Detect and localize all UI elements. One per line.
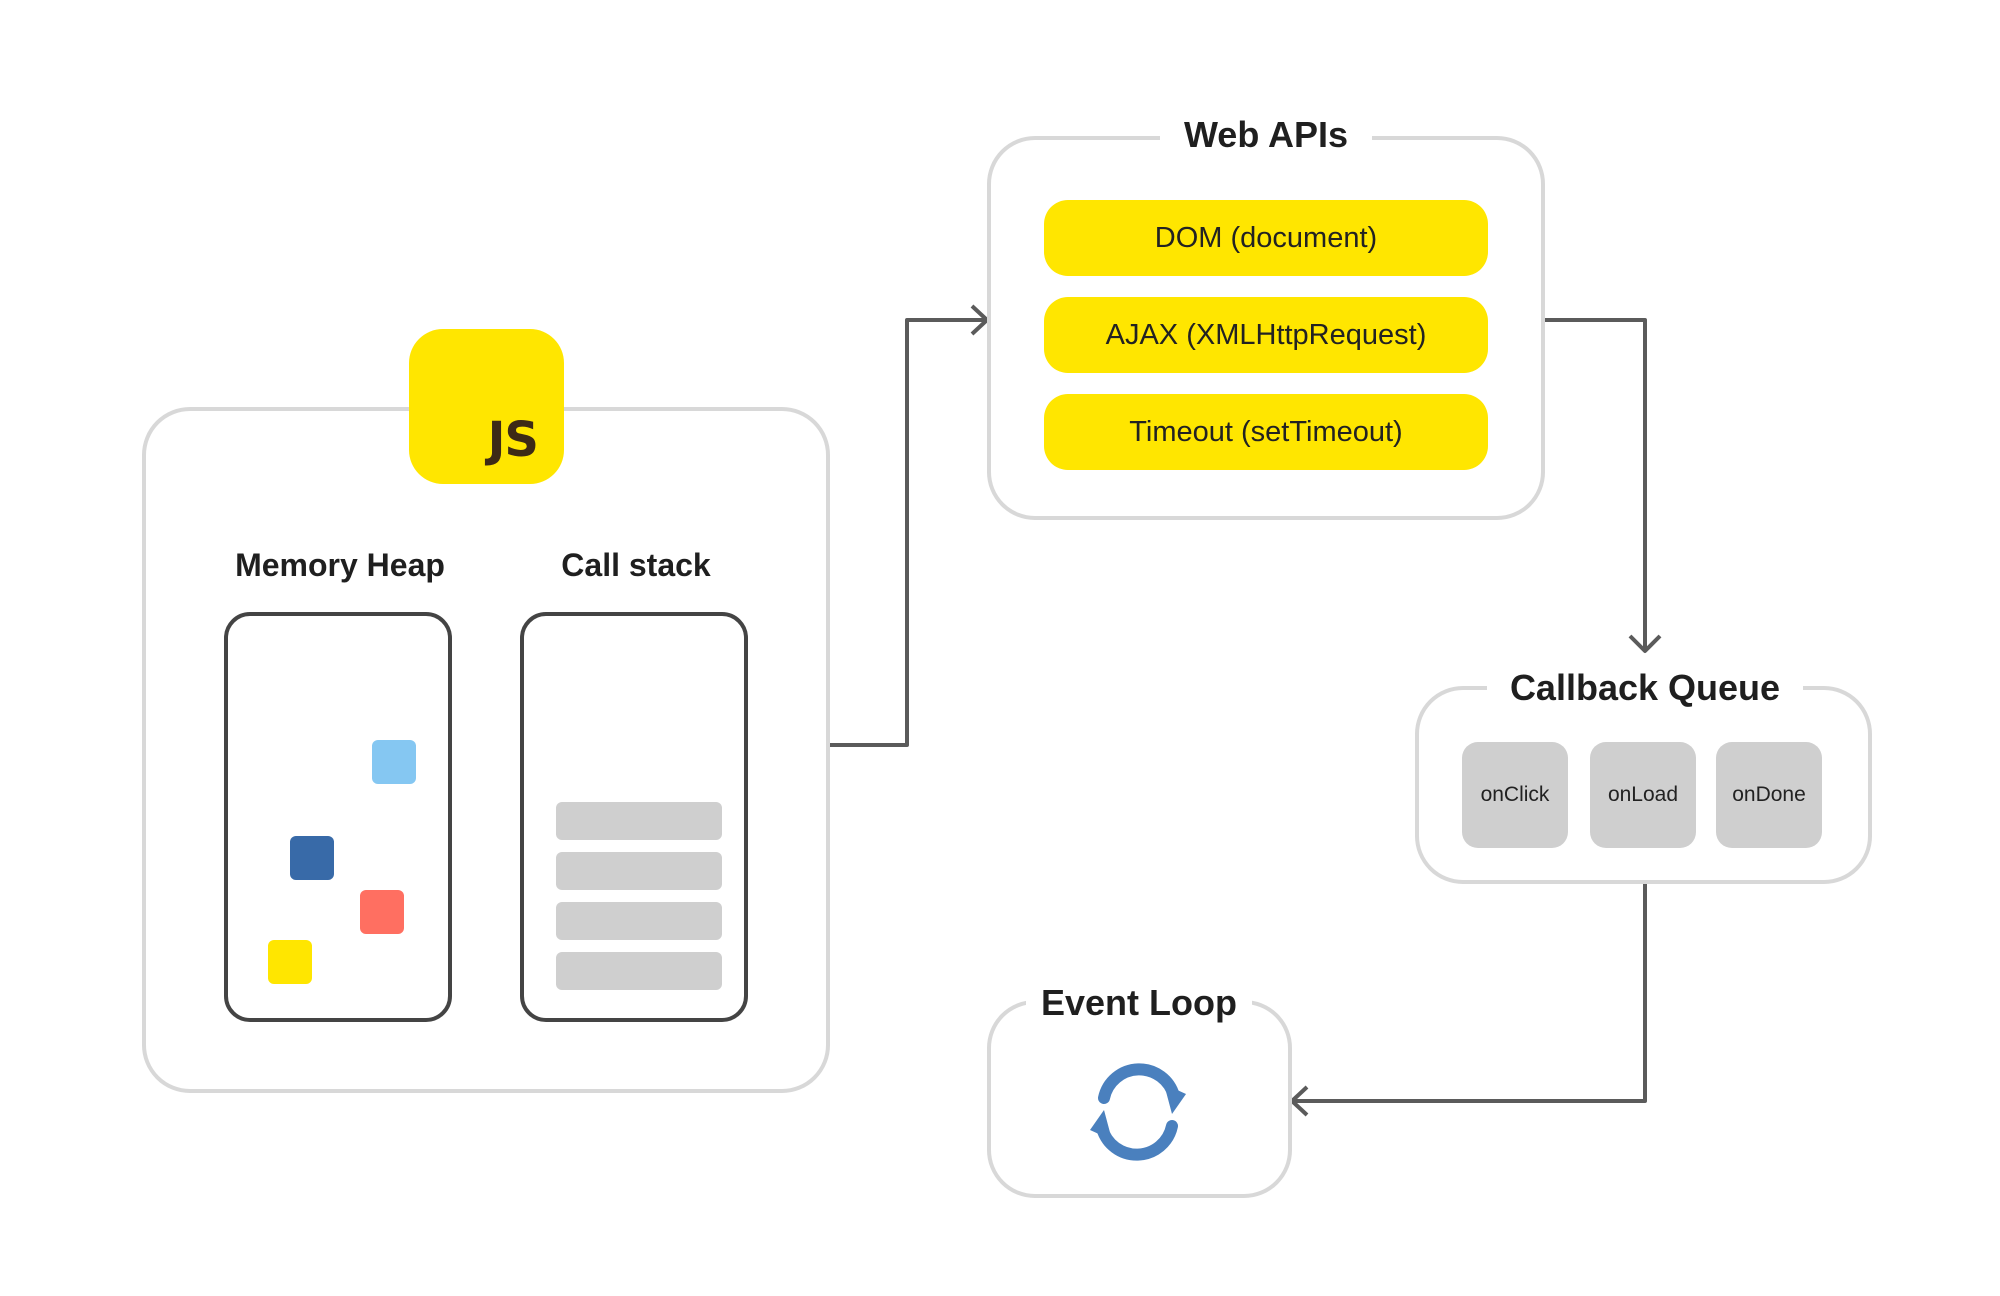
call-stack-label: Call stack <box>561 547 711 583</box>
memory-heap-panel <box>224 612 452 1022</box>
queue-item-onload: onLoad <box>1590 742 1696 848</box>
dom-api-item: DOM (document) <box>1044 200 1488 276</box>
heap-object-yellow <box>268 940 312 984</box>
ajax-api-item: AJAX (XMLHttpRequest) <box>1044 297 1488 373</box>
stack-frame <box>556 902 722 940</box>
web-apis-title: Web APIs <box>1160 117 1372 153</box>
heap-object-dark-blue <box>290 836 334 880</box>
call-stack-panel <box>520 612 748 1022</box>
heap-object-light-blue <box>372 740 416 784</box>
memory-heap-label: Memory Heap <box>235 547 445 583</box>
event-loop-container <box>987 1000 1292 1198</box>
timeout-api-item: Timeout (setTimeout) <box>1044 394 1488 470</box>
js-logo: JS <box>409 329 564 484</box>
refresh-icon <box>1090 1063 1186 1161</box>
js-logo-text: JS <box>487 412 539 468</box>
queue-item-onclick: onClick <box>1462 742 1568 848</box>
stack-frame <box>556 852 722 890</box>
queue-item-ondone: onDone <box>1716 742 1822 848</box>
stack-frame <box>556 952 722 990</box>
callback-queue-title: Callback Queue <box>1487 670 1803 706</box>
stack-frame <box>556 802 722 840</box>
event-loop-title: Event Loop <box>1026 985 1252 1021</box>
heap-object-red <box>360 890 404 934</box>
